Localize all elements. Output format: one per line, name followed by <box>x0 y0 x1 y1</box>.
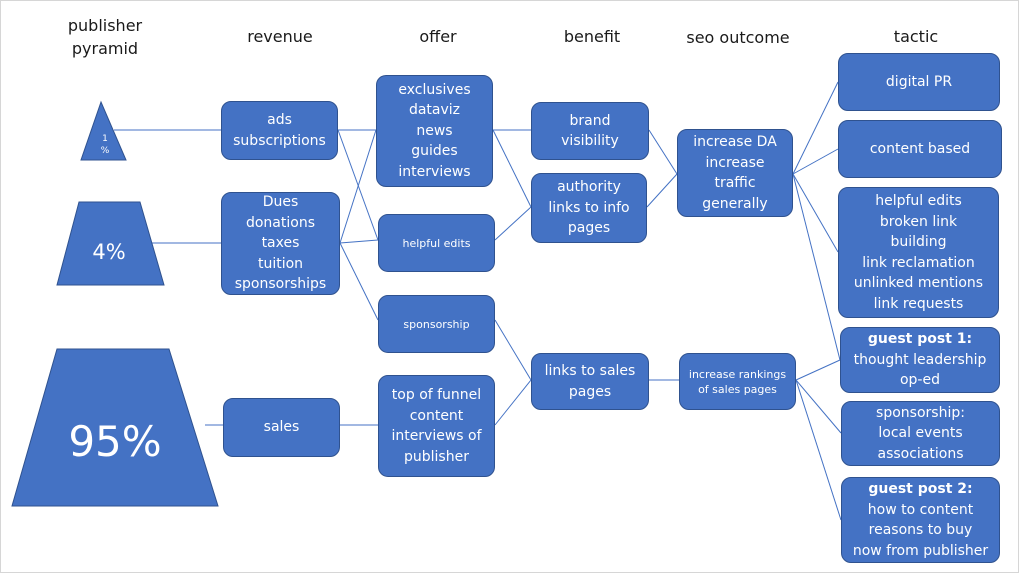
connector <box>339 129 377 244</box>
tactic-guest-post-2-box: guest post 2: how to content reasons to … <box>841 477 1000 563</box>
pyramid-middle-shape <box>56 201 165 286</box>
connector <box>494 379 532 426</box>
seo-increase-da-box: increase DA increase traffic generally <box>677 129 793 217</box>
revenue-dues-box: Dues donations taxes tuition sponsorship… <box>221 192 340 295</box>
tactic-digital-pr-box: digital PR <box>838 53 1000 111</box>
connector <box>792 81 839 175</box>
revenue-ads-box: ads subscriptions <box>221 101 338 160</box>
guest-post-2-body: how to content reasons to buy now from p… <box>852 501 989 559</box>
guest-post-1-body: thought leadership op-ed <box>853 351 987 389</box>
connector <box>795 359 841 381</box>
benefit-sales-links-box: links to sales pages <box>531 353 649 410</box>
connector <box>792 173 839 253</box>
connector <box>795 379 842 521</box>
connector <box>494 319 532 381</box>
pyramid-bottom-label: 95% <box>68 417 162 466</box>
tactic-helpful-edits-box: helpful edits broken link building link … <box>838 187 999 318</box>
pyramid-top-label: 1 % <box>100 134 110 156</box>
seo-increase-rankings-box: increase rankings of sales pages <box>679 353 796 410</box>
tactic-sponsorship-box: sponsorship: local events associations <box>841 401 1000 466</box>
guest-post-2-title: guest post 2: <box>868 481 973 497</box>
revenue-sales-box: sales <box>223 398 340 457</box>
offer-sponsorship-box: sponsorship <box>378 295 495 353</box>
header-revenue: revenue <box>247 27 313 46</box>
offer-helpful-edits-box: helpful edits <box>378 214 495 272</box>
connector <box>494 206 532 241</box>
header-offer: offer <box>419 27 457 46</box>
connector <box>646 173 678 208</box>
tactic-guest-post-1-box: guest post 1: thought leadership op-ed <box>840 327 1000 393</box>
offer-exclusives-box: exclusives dataviz news guides interview… <box>376 75 493 187</box>
connector <box>492 129 532 208</box>
connector <box>648 129 678 175</box>
pyramid-middle-label: 4% <box>92 240 126 264</box>
header-benefit: benefit <box>563 27 621 46</box>
connector <box>339 239 379 244</box>
benefit-brand-visibility-box: brand visibility <box>531 102 649 160</box>
offer-top-of-funnel-box: top of funnel content interviews of publ… <box>378 375 495 477</box>
pyramid-bottom-shape <box>11 348 219 507</box>
connector <box>792 148 839 175</box>
header-tactic: tactic <box>893 27 939 46</box>
header-seo-outcome: seo outcome <box>686 28 790 47</box>
connector <box>339 242 379 321</box>
header-publisher-pyramid: publisher pyramid <box>67 16 143 58</box>
guest-post-1-title: guest post 1: <box>867 331 973 348</box>
pyramid-top-shape <box>80 100 127 161</box>
connector <box>792 173 841 361</box>
benefit-authority-box: authority links to info pages <box>531 173 647 243</box>
connector <box>795 379 842 434</box>
tactic-content-based-box: content based <box>838 120 1002 178</box>
